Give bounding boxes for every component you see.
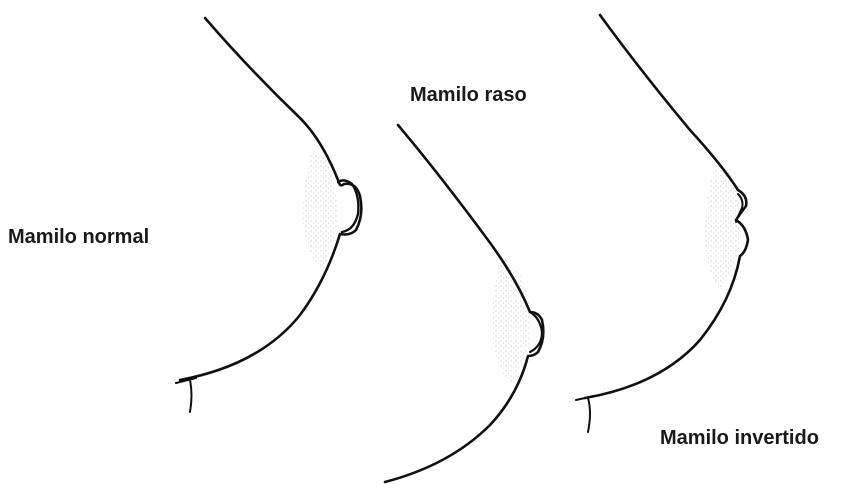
breast-flat [385,125,543,482]
label-flat-nipple: Mamilo raso [410,85,527,105]
underfold-normal [176,378,196,412]
underfold-inverted [576,396,594,432]
breast-normal [176,18,361,412]
label-normal-nipple: Mamilo normal [8,227,149,247]
label-inverted-nipple: Mamilo invertido [660,428,819,448]
breast-inverted [576,15,748,432]
nipple-normal [338,180,358,232]
